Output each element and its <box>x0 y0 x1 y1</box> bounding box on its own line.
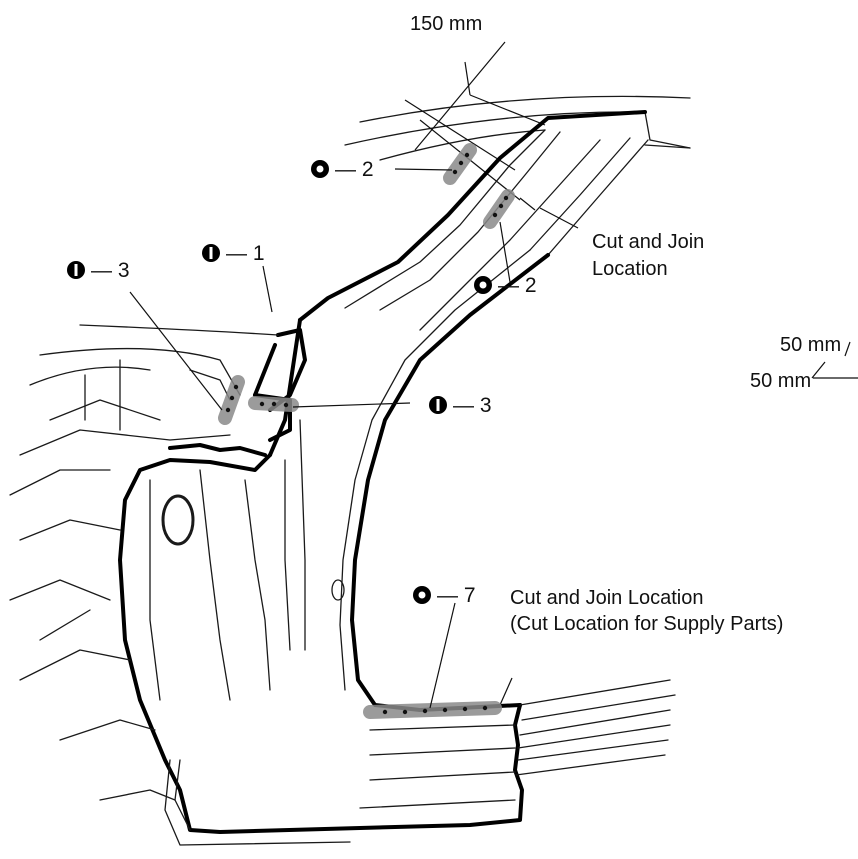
spot-weld-icon <box>413 586 431 604</box>
cut-join-upper-line1: Cut and Join <box>592 231 704 253</box>
roof-rail-lines <box>344 95 691 161</box>
a-pillar <box>298 110 691 331</box>
cowl-panel <box>19 324 307 456</box>
cut-join-lower-line1: Cut and Join Location <box>510 587 703 609</box>
plug-weld-icon <box>202 244 220 262</box>
cut-join-lower-line2: (Cut Location for Supply Parts) <box>510 613 783 635</box>
rocker-sill <box>359 677 676 809</box>
dimension-150mm-label: 150 mm <box>410 13 482 35</box>
dimension-50mm-label-b: 50 mm <box>750 370 811 392</box>
leader-lines <box>129 168 858 709</box>
callout-pillar-upper-left: — 2 <box>335 158 374 181</box>
hinge-pillar <box>118 419 524 846</box>
cut-join-upper-line2: Location <box>592 258 668 280</box>
spot-weld-icon <box>311 160 329 178</box>
spot-weld-icon <box>474 276 492 294</box>
weld-highlights <box>218 143 515 719</box>
callout-sill: — 7 <box>437 584 476 607</box>
dimension-50mm-label-a: 50 mm <box>780 334 841 356</box>
callout-panel-right: — 3 <box>453 394 492 417</box>
plug-weld-icon <box>67 261 85 279</box>
callout-panel-left: — 3 <box>91 259 130 282</box>
plug-weld-icon <box>429 396 447 414</box>
callout-panel-top: — 1 <box>226 242 265 265</box>
door-opening-outline <box>268 249 550 712</box>
callout-pillar-upper-right: — 2 <box>498 274 537 297</box>
left-structure-lines <box>9 469 176 801</box>
